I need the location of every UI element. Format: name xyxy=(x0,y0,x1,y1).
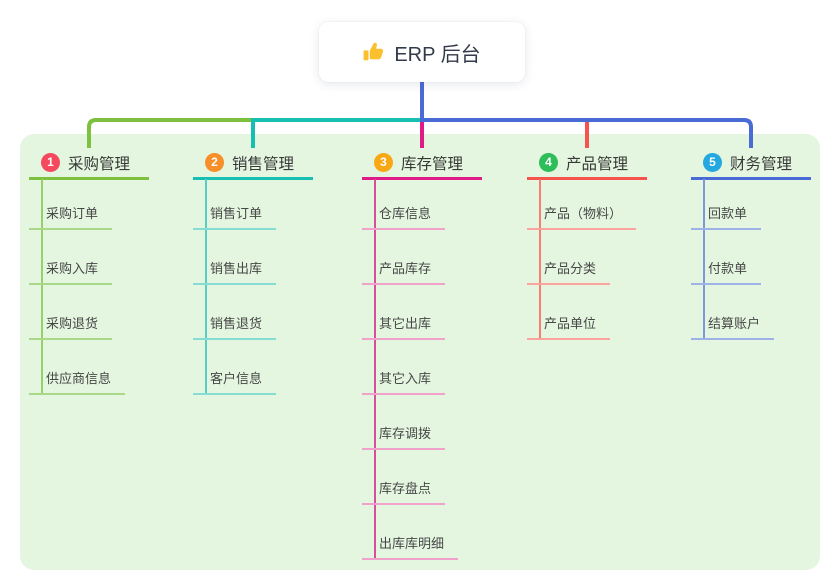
badge-1: 1 xyxy=(41,153,60,172)
root-node-label: ERP 后台 xyxy=(394,43,481,66)
node-supplier-info[interactable]: 供应商信息 xyxy=(29,369,126,395)
node-sales-order[interactable]: 销售订单 xyxy=(193,204,277,230)
branch-trunk-line xyxy=(539,179,541,340)
node-other-inbound[interactable]: 其它入库 xyxy=(362,369,446,395)
node-customer-info[interactable]: 客户信息 xyxy=(193,369,277,395)
node-stock-transfer[interactable]: 库存调拨 xyxy=(362,424,446,450)
badge-2: 2 xyxy=(205,153,224,172)
branch-inventory-title[interactable]: 3 库存管理 xyxy=(362,148,482,180)
branch-purchase-title[interactable]: 1 采购管理 xyxy=(29,148,149,180)
node-product-stock[interactable]: 产品库存 xyxy=(362,259,446,285)
badge-3: 3 xyxy=(374,153,393,172)
node-receipt-bill[interactable]: 回款单 xyxy=(691,204,762,230)
node-purchase-order[interactable]: 采购订单 xyxy=(29,204,113,230)
branch-product-title[interactable]: 4 产品管理 xyxy=(527,148,647,180)
branch-title-label: 财务管理 xyxy=(730,155,793,173)
node-purchase-inbound[interactable]: 采购入库 xyxy=(29,259,113,285)
node-product-unit[interactable]: 产品单位 xyxy=(527,314,611,340)
branch-trunk-line xyxy=(703,179,705,340)
node-stock-detail[interactable]: 出库库明细 xyxy=(362,534,459,560)
branch-title-label: 采购管理 xyxy=(68,155,131,173)
node-sales-outbound[interactable]: 销售出库 xyxy=(193,259,277,285)
root-node[interactable]: ERP 后台 xyxy=(319,22,525,82)
node-stock-check[interactable]: 库存盘点 xyxy=(362,479,446,505)
node-other-outbound[interactable]: 其它出库 xyxy=(362,314,446,340)
badge-5: 5 xyxy=(703,153,722,172)
branch-finance-title[interactable]: 5 财务管理 xyxy=(691,148,811,180)
node-product-category[interactable]: 产品分类 xyxy=(527,259,611,285)
thumbs-up-icon xyxy=(363,41,385,63)
node-sales-return[interactable]: 销售退货 xyxy=(193,314,277,340)
branch-title-label: 产品管理 xyxy=(566,155,629,173)
branch-sales-title[interactable]: 2 销售管理 xyxy=(193,148,313,180)
node-purchase-return[interactable]: 采购退货 xyxy=(29,314,113,340)
branch-title-label: 库存管理 xyxy=(401,155,464,173)
branch-title-label: 销售管理 xyxy=(232,155,295,173)
branch-trunk-line xyxy=(41,179,43,395)
branch-trunk-line xyxy=(205,179,207,395)
node-product-material[interactable]: 产品（物料） xyxy=(527,204,637,230)
mindmap-panel xyxy=(20,134,820,570)
node-warehouse-info[interactable]: 仓库信息 xyxy=(362,204,446,230)
branch-trunk-line xyxy=(374,179,376,560)
node-settlement-account[interactable]: 结算账户 xyxy=(691,314,775,340)
node-payment-bill[interactable]: 付款单 xyxy=(691,259,762,285)
badge-4: 4 xyxy=(539,153,558,172)
